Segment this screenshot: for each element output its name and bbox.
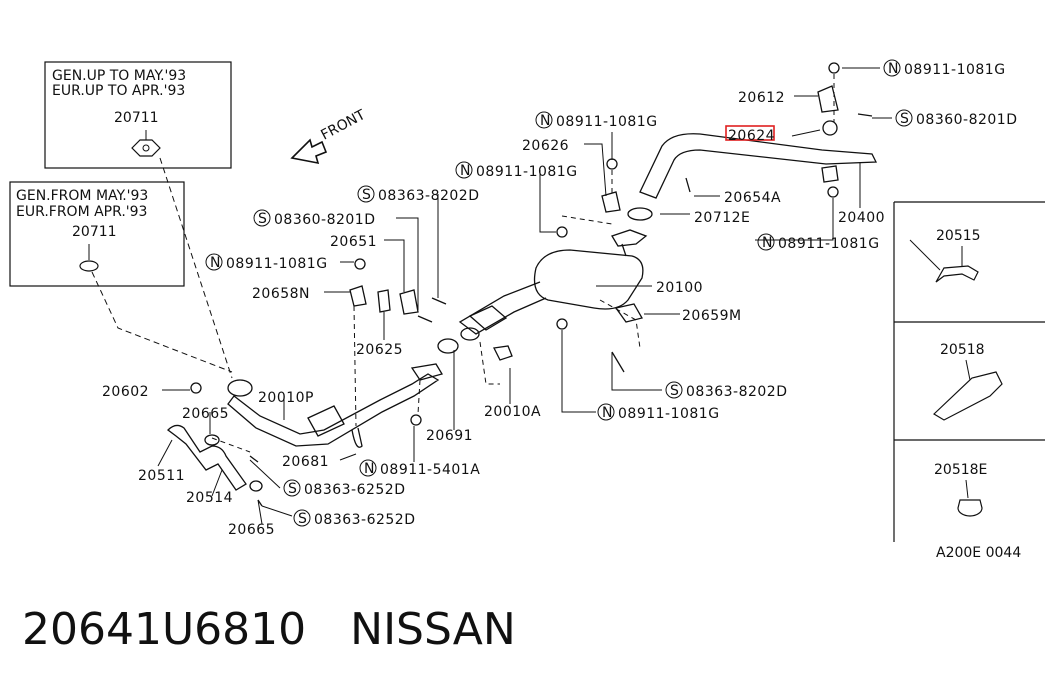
callout-label-highlighted: 20624	[728, 128, 775, 144]
exhaust-parts-diagram: GEN.UP TO MAY.'93 EUR.UP TO APR.'93 2071…	[9, 59, 1045, 561]
gasket-icon	[79, 260, 99, 272]
callout-label: 20654A	[724, 190, 781, 206]
n-circle-icon	[883, 59, 901, 77]
highlight-box	[725, 125, 775, 141]
callout-label: 20626	[522, 138, 569, 154]
s-circle-icon	[253, 209, 271, 227]
s-circle-icon	[665, 381, 683, 399]
callout-label: 08363-6252D	[304, 482, 406, 498]
diagram-code: A200E 0044	[936, 545, 1021, 561]
callout-label: 08360-8201D	[916, 112, 1018, 128]
callout-prefix: S	[288, 481, 297, 497]
callout-prefix: N	[460, 163, 470, 179]
n-circle-icon	[757, 233, 775, 251]
n-circle-icon	[597, 403, 615, 421]
n-circle-icon	[455, 161, 473, 179]
side-panel-part-20518e: 20518E	[934, 462, 987, 478]
callout-prefix: S	[362, 187, 371, 203]
callout-prefix: S	[900, 111, 909, 127]
n-circle-icon	[205, 253, 223, 271]
callout-label: 08911-1081G	[778, 236, 880, 252]
callout-label: 20625	[356, 342, 403, 358]
part-number: 20641U6810	[22, 604, 307, 655]
callout-prefix: N	[602, 405, 612, 421]
callout-label: 20010A	[484, 404, 541, 420]
inset-box-early-line2: EUR.UP TO APR.'93	[52, 83, 185, 99]
callout-label: 08911-1081G	[476, 164, 578, 180]
clamp-icon	[957, 499, 983, 517]
callout-label: 20665	[182, 406, 229, 422]
side-panel-part-20515: 20515	[936, 228, 981, 244]
callout-label: 20658N	[252, 286, 310, 302]
front-label: FRONT	[318, 107, 368, 144]
inset-box-late-line1: GEN.FROM MAY.'93	[16, 188, 148, 204]
callout-label: 08911-1081G	[556, 114, 658, 130]
callout-prefix: S	[670, 383, 679, 399]
callout-label: 20691	[426, 428, 473, 444]
callout-label: 20602	[102, 384, 149, 400]
callout-prefix: S	[298, 511, 307, 527]
front-arrow: FRONT	[290, 107, 368, 165]
n-circle-icon	[359, 459, 377, 477]
inset-box-early-line1: GEN.UP TO MAY.'93	[52, 68, 186, 84]
callout-label: 08911-5401A	[380, 462, 480, 478]
dashed-guides	[211, 74, 835, 453]
heat-shield-icon	[933, 371, 1003, 421]
part-caption: 20641U6810 NISSAN	[22, 600, 516, 660]
inset-box-late-line2: EUR.FROM APR.'93	[16, 204, 147, 220]
exhaust-assembly	[167, 62, 878, 507]
side-panel-part-20518: 20518	[940, 342, 985, 358]
callout-label: 08363-6252D	[314, 512, 416, 528]
callout-label: 20659M	[682, 308, 742, 324]
callout-label: 20712E	[694, 210, 750, 226]
callout-label: 20681	[282, 454, 329, 470]
leader-lines	[157, 67, 941, 525]
callout-prefix: N	[210, 255, 220, 271]
callout-label: 20100	[656, 280, 703, 296]
s-circle-icon	[895, 109, 913, 127]
callout-label: 08911-1081G	[226, 256, 328, 272]
callout-label: 20651	[330, 234, 377, 250]
callout-label: 08360-8201D	[274, 212, 376, 228]
inset-box-early: GEN.UP TO MAY.'93 EUR.UP TO APR.'93 2071…	[44, 61, 232, 169]
callout-label: 20612	[738, 90, 785, 106]
s-circle-icon	[357, 185, 375, 203]
inset-box-late: GEN.FROM MAY.'93 EUR.FROM APR.'93 20711	[9, 181, 185, 287]
gasket-icon	[131, 139, 161, 157]
s-circle-icon	[293, 509, 311, 527]
brand-name: NISSAN	[350, 604, 516, 655]
callout-label: 08911-1081G	[618, 406, 720, 422]
callout-label: 20400	[838, 210, 885, 226]
callout-label: 20511	[138, 468, 185, 484]
callout-label: 20665	[228, 522, 275, 538]
inset-box-early-part: 20711	[114, 110, 159, 126]
heat-shield-icon	[935, 265, 979, 283]
callout-prefix: S	[258, 211, 267, 227]
n-circle-icon	[535, 111, 553, 129]
callout-label: 20514	[186, 490, 233, 506]
callout-label: 08911-1081G	[904, 62, 1006, 78]
s-circle-icon	[283, 479, 301, 497]
callout-label: 08363-8202D	[378, 188, 480, 204]
callout-prefix: N	[540, 113, 550, 129]
callout-prefix: N	[762, 235, 772, 251]
side-panels: 20515 20518 20518E	[893, 201, 1045, 542]
callout-label: 20010P	[258, 390, 314, 406]
callout-prefix: N	[888, 61, 898, 77]
callout-label: 08363-8202D	[686, 384, 788, 400]
inset-box-late-part: 20711	[72, 224, 117, 240]
callout-prefix: N	[364, 461, 374, 477]
